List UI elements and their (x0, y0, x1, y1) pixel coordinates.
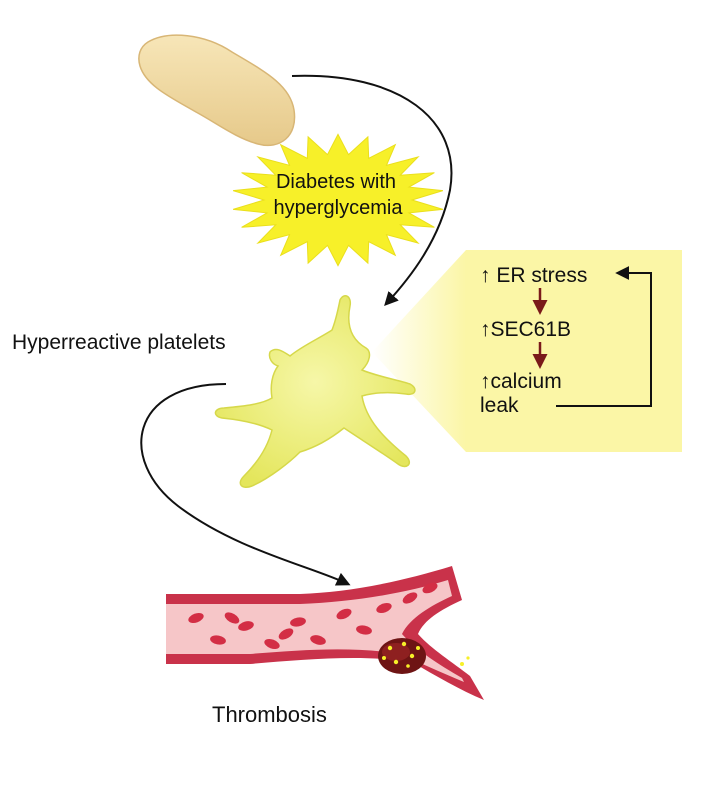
red-blood-cell (356, 625, 372, 635)
red-blood-cell (310, 635, 326, 645)
mechanism-step-er-stress: ↑ ER stress (480, 264, 587, 287)
red-blood-cell (278, 628, 294, 640)
arrow-platelet-to-vessel (140, 383, 351, 586)
arrow-organ-to-platelet (291, 74, 453, 307)
hyperglycemia-burst: Diabetes with hyperglycemia (232, 133, 444, 267)
red-blood-cell (376, 602, 392, 614)
red-blood-cell (402, 592, 418, 604)
feedback-loop-arrow (556, 266, 652, 407)
thrombus (378, 638, 470, 674)
mechanism-panel: ↑ ER stress ↑SEC61B ↑calcium leak (466, 250, 682, 452)
red-blood-cell (336, 608, 352, 620)
red-blood-cell (264, 638, 280, 650)
blood-vessel-illustration (166, 566, 484, 700)
mechanism-step-calcium-line2: leak (480, 394, 519, 417)
zoom-beam (372, 250, 466, 452)
mechanism-step-sec61b: ↑SEC61B (480, 318, 571, 341)
red-blood-cell (224, 612, 240, 624)
red-blood-cell (422, 582, 438, 594)
burst-label-line1: Diabetes with (276, 171, 396, 193)
red-blood-cell (188, 612, 204, 624)
red-blood-cell (290, 617, 306, 627)
platelet-label: Hyperreactive platelets (12, 331, 226, 354)
platelet-illustration (214, 295, 416, 488)
red-blood-cell (210, 635, 226, 645)
thrombosis-label: Thrombosis (212, 702, 327, 727)
organ-illustration (138, 34, 296, 147)
mechanism-step-calcium-line1: ↑calcium (480, 370, 562, 393)
burst-label-line2: hyperglycemia (274, 197, 404, 219)
red-blood-cell (238, 621, 254, 631)
